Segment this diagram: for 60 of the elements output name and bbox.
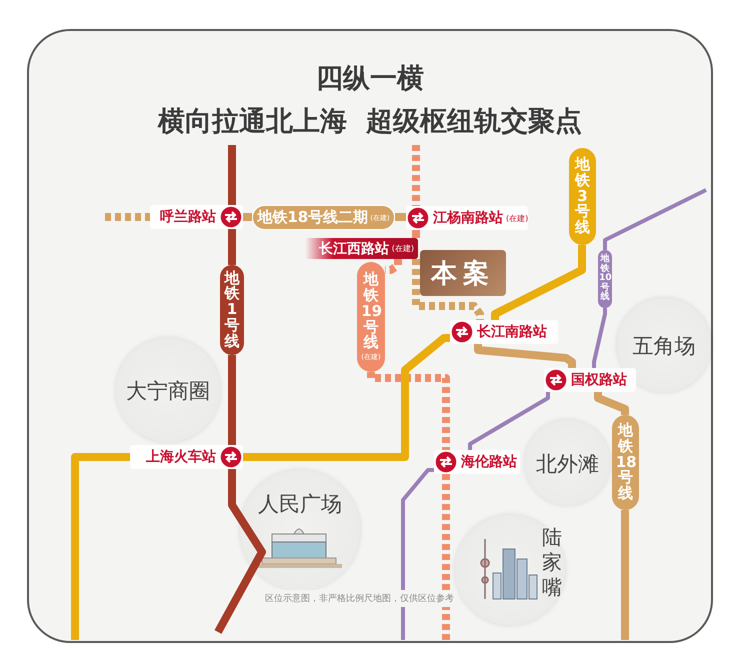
station-name: 长江南路站 <box>477 323 547 341</box>
metro-line <box>412 228 420 240</box>
line-name: 地铁19号线 <box>361 272 381 352</box>
line-name: 地铁18号线二期 <box>257 208 368 227</box>
metro-line <box>71 453 130 640</box>
station-label <box>434 450 520 474</box>
station-name: 呼兰路站 <box>160 208 216 226</box>
metro-line <box>385 259 402 274</box>
metro-line <box>367 372 450 450</box>
line-name: 地铁10号线 <box>599 255 611 303</box>
line-name-pill <box>569 148 596 245</box>
station-label <box>150 205 243 229</box>
metro-line <box>442 474 450 640</box>
line-name: 地铁1号线 <box>223 270 241 350</box>
line-name: 地铁18号线 <box>616 423 636 502</box>
metro-line <box>594 392 629 415</box>
status-note: (在建) <box>506 212 528 224</box>
line-name: 地铁3号线 <box>574 157 592 236</box>
metro-line <box>214 469 266 634</box>
station-label <box>450 320 558 344</box>
metro-line <box>228 145 236 205</box>
metro-line <box>401 468 434 640</box>
station-name: 上海火车站 <box>146 448 216 466</box>
metro-line <box>491 245 586 320</box>
station-name: 长江西路站 <box>318 240 389 258</box>
station-label <box>544 368 636 392</box>
metro-line <box>468 392 550 450</box>
line-name-pill <box>252 205 395 230</box>
station-name: 国权路站 <box>571 371 627 389</box>
metro-line <box>228 229 236 265</box>
status-note: (在建) <box>392 243 414 254</box>
district-name: 陆家嘴 <box>541 525 563 600</box>
subtitle: 横向拉通北上海 超级枢纽轨交聚点 <box>156 105 583 139</box>
line-name-pill <box>598 250 612 308</box>
metro-line <box>228 355 236 445</box>
title: 四纵一横 <box>315 62 425 96</box>
station-name: 海伦路站 <box>461 453 517 471</box>
metro-line <box>242 213 253 221</box>
station-label <box>305 238 418 259</box>
metro-line <box>474 344 576 368</box>
station-label <box>406 206 528 230</box>
district-name: 五角场 <box>632 333 696 360</box>
metro-line <box>412 145 420 206</box>
district-name: 北外滩 <box>535 450 600 478</box>
metro-line <box>395 213 406 221</box>
project-name: 本案 <box>431 258 495 290</box>
line-name-pill <box>220 265 244 355</box>
metro-line <box>592 308 607 368</box>
metro-line <box>412 259 484 320</box>
station-name: 江杨南路站 <box>433 209 503 227</box>
metro-line <box>621 510 629 640</box>
line-name-pill <box>357 262 385 372</box>
project-location-box <box>420 250 506 296</box>
station-label <box>130 445 243 469</box>
district-name: 大宁商圈 <box>125 378 211 405</box>
line-name-pill <box>612 415 639 510</box>
metro-line <box>105 213 150 221</box>
district-name: 人民广场 <box>257 491 343 518</box>
metro-line <box>603 188 707 250</box>
metro-line <box>243 334 450 461</box>
